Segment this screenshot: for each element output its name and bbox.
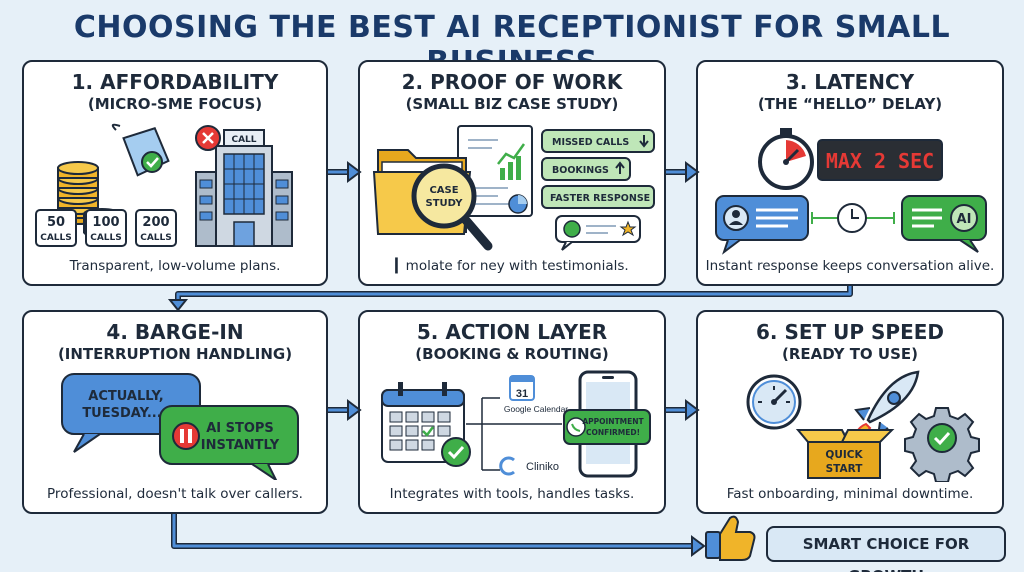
arrow-down-icon [639,135,649,148]
latency-illustration: MAX 2 SEC AI [715,128,987,255]
card-subtitle: (READY TO USE) [782,345,918,363]
calendar-day: 31 [516,388,528,400]
card-subtitle: (BOOKING & ROUTING) [415,345,609,363]
pause-icon [172,422,200,450]
plan-100-unit: CALLS [90,233,122,243]
card-subtitle: (INTERRUPTION HANDLING) [57,345,293,363]
thumbs-up-icon [705,515,756,561]
whatsapp-icon [566,417,586,437]
plan-boxes: 50 CALLS 100 CALLS 200 CALLS [35,209,177,247]
card-subtitle: (MICRO-SME FOCUS) [87,95,263,113]
set-up-speed-illustration: QUICK START [746,370,980,482]
metric-missed-calls: MISSED CALLS [552,137,629,148]
box-icon: QUICK START [795,429,895,479]
ai-stops-text-2: INSTANTLY [201,438,280,453]
plan-200-num: 200 [142,215,169,230]
clock-icon [811,203,895,233]
card-title: 1. AFFORDABILITY [71,70,279,94]
report-chart-icon [457,125,533,217]
ai-stops-text-1: AI STOPS [206,421,274,436]
box-text-2: START [826,463,864,475]
user-chat-bubble-icon [715,195,809,255]
plan-50-unit: CALLS [40,233,72,243]
card-title: 2. PROOF OF WORK [401,70,623,94]
gear-check-icon [904,407,980,482]
smart-choice-banner: SMART CHOICE FOR GROWTH [766,526,1006,572]
arrow-right-icon [691,535,706,557]
card-caption: Fast onboarding, minimal downtime. [726,486,974,502]
card-latency: 3. LATENCY (THE “HELLO” DELAY) MAX 2 SEC [696,60,1004,286]
max-2-sec-display: MAX 2 SEC [826,149,934,173]
card-subtitle: (THE “HELLO” DELAY) [757,95,943,113]
arrow-up-icon [615,161,625,174]
cliniko-icon: Cliniko [499,456,559,476]
card-title: 3. LATENCY [785,70,915,94]
ai-chat-bubble-icon: AI [901,195,987,253]
metric-bookings: BOOKINGS [552,165,609,176]
box-text-1: QUICK [825,449,863,461]
plan-200-unit: CALLS [140,233,172,243]
check-circle-icon [441,437,471,467]
appointment-confirmed-bubble: APPOINTMENT CONFIRMED! [563,409,651,445]
office-building-icon: CALL [195,129,293,247]
caller-text-1: ACTUALLY, [88,389,163,404]
card-caption: Transparent, low-volume plans. [69,258,281,274]
card-title: 4. BARGE-IN [106,320,244,344]
case-study-label-1: CASE [429,185,458,196]
google-calendar-icon: 31 Google Calendar [504,375,568,414]
card-caption: Instant response keeps conversation aliv… [705,258,995,274]
call-sign-label: CALL [231,135,256,145]
ai-speech-bubble-icon: AI STOPS INSTANTLY [159,405,299,480]
card-caption: Integrates with tools, handles tasks. [389,486,635,502]
barge-in-illustration: ACTUALLY, TUESDAY... AI STOPS INSTANTLY [61,373,299,480]
card-caption: ▎molate for ney with testimonials. [395,258,629,274]
card-caption: Professional, doesn't talk over callers. [47,486,303,502]
action-layer-illustration: 31 Google Calendar Cliniko APPOINTMENT C… [381,370,651,478]
ai-label: AI [957,212,972,227]
card-barge-in: 4. BARGE-IN (INTERRUPTION HANDLING) ACTU… [22,310,328,514]
price-tag-check-icon [111,123,170,177]
google-calendar-label: Google Calendar [504,404,568,414]
metric-faster-response: FASTER RESPONSE [550,193,650,204]
plan-100-num: 100 [92,215,119,230]
cliniko-label: Cliniko [526,461,559,473]
card-proof-of-work: 2. PROOF OF WORK (SMALL BIZ CASE STUDY) … [358,60,666,286]
metric-pills: MISSED CALLS BOOKINGS FASTER RESPONSE [541,129,655,209]
arrow-down-icon [167,299,189,312]
case-study-label-2: STUDY [426,198,464,209]
proof-of-work-illustration: CASE STUDY MISSED CALLS BOOKINGS FASTER … [372,125,655,251]
speedometer-icon [746,374,802,430]
card-affordability: 1. AFFORDABILITY (MICRO-SME FOCUS) [22,60,328,286]
card-title: 5. ACTION LAYER [416,320,608,344]
testimonial-star-icon [555,215,641,251]
card-action-layer: 5. ACTION LAYER (BOOKING & ROUTING) 31 G… [358,310,666,514]
timer-display: MAX 2 SEC [817,139,943,181]
caller-text-2: TUESDAY... [82,406,161,421]
magnifier-icon: CASE STUDY [411,163,493,251]
card-title: 6. SET UP SPEED [756,320,944,344]
card-subtitle: (SMALL BIZ CASE STUDY) [405,95,619,113]
stopwatch-icon [758,128,814,190]
card-set-up-speed: 6. SET UP SPEED (READY TO USE) QUICK STA… [696,310,1004,514]
affordability-illustration: 50 CALLS 100 CALLS 200 CALLS CALL [35,123,293,247]
appointment-line-1: APPOINTMENT [582,417,644,426]
red-x-icon [195,125,221,151]
plan-50-num: 50 [47,215,65,230]
appointment-line-2: CONFIRMED! [586,428,640,437]
